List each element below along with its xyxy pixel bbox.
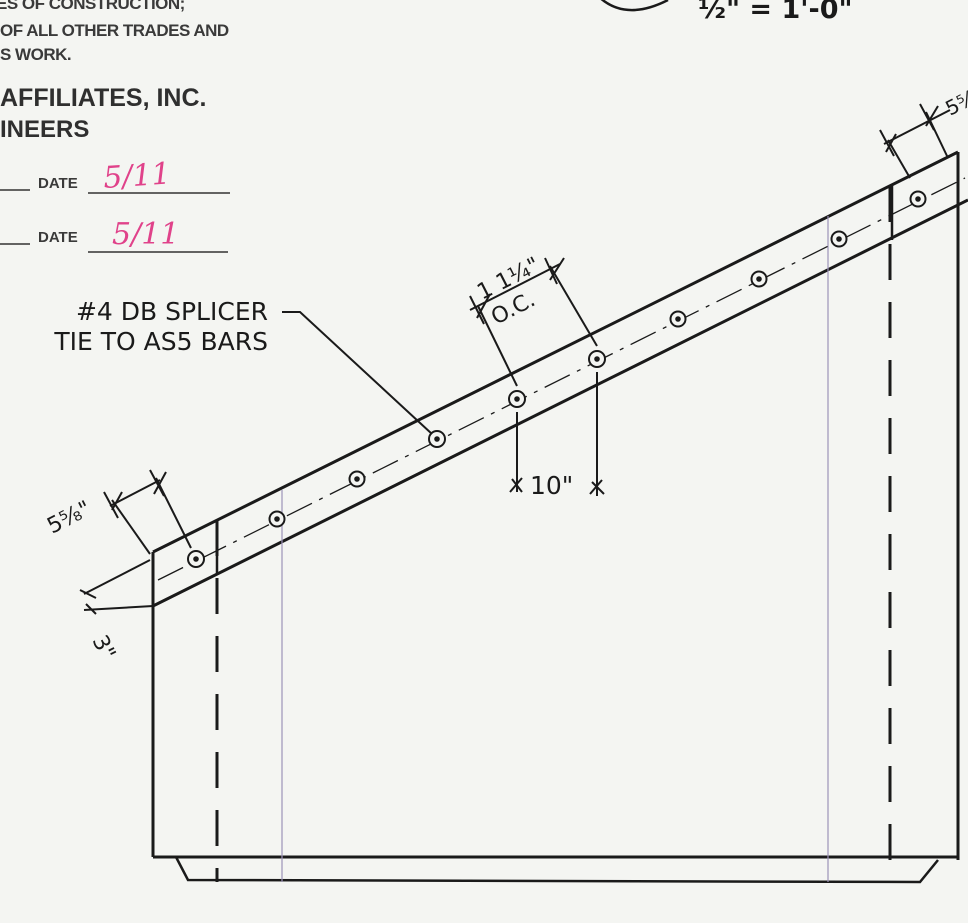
horizontal-dimension-value: 10" <box>530 471 573 500</box>
splicer-circle <box>508 390 526 408</box>
stamp-line-1: ES OF CONSTRUCTION; <box>0 0 185 13</box>
stamp-department: INEERS <box>0 116 90 143</box>
stamp-signature-lines <box>0 189 230 253</box>
callout-line-1: #4 DB SPLICER <box>76 297 268 326</box>
beam-centerline <box>157 177 966 581</box>
detail-bubble-arc <box>600 0 669 12</box>
spacing-dimension <box>469 257 598 387</box>
stamp-date-value-1: 5/11 <box>102 156 172 196</box>
construction-lines <box>281 216 829 882</box>
right-edge-dimension <box>879 103 951 179</box>
horizontal-dimension <box>509 372 605 496</box>
splicer-circle <box>588 350 606 368</box>
splicer-circle <box>750 270 768 288</box>
splicer-circle <box>669 310 687 328</box>
splicer-circle <box>428 430 446 448</box>
stamp-company: AFFILIATES, INC. <box>0 84 207 112</box>
scale-note: ½" = 1'-0" <box>698 0 853 25</box>
splicer-circle <box>830 230 848 248</box>
wall-elevation <box>151 152 960 884</box>
splicer-circle <box>348 470 366 488</box>
splicer-circle <box>909 190 927 208</box>
beam-end-lines <box>215 184 894 574</box>
stamp-date-label-2: DATE <box>38 229 78 246</box>
stamp-line-2: OF ALL OTHER TRADES AND <box>0 21 229 40</box>
splicer-circle <box>268 510 286 528</box>
callout-leader <box>282 311 433 435</box>
callout-line-2: TIE TO AS5 BARS <box>53 327 268 356</box>
splicer-circle <box>187 550 205 568</box>
sloped-cap-beam <box>152 150 968 608</box>
left-edge-dimension-value: 5⅝" <box>43 496 95 539</box>
stamp-line-3: S WORK. <box>0 45 72 64</box>
right-edge-dimension-value: 5⅝ <box>941 84 968 120</box>
stamp-date-value-2: 5/11 <box>112 217 179 252</box>
hidden-lines <box>215 186 892 882</box>
stamp-date-label-1: DATE <box>38 175 78 192</box>
left-edge-dimensions <box>79 469 192 615</box>
bottom-edge-dimension-value: 3" <box>87 631 120 664</box>
splicer-markers <box>187 190 927 568</box>
